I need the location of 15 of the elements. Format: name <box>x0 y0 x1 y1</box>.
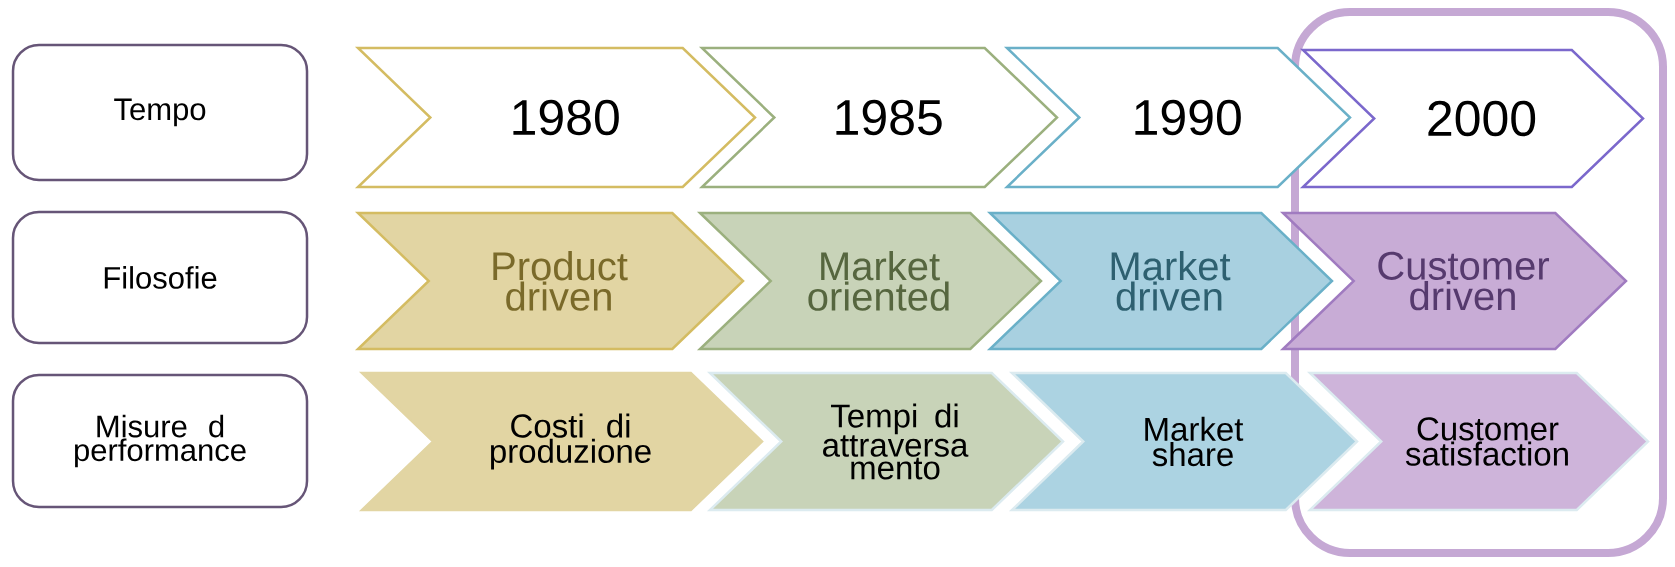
stage-block: 2000 <box>1299 48 1645 189</box>
stage-block: Product driven <box>354 211 745 351</box>
stage-block: Market share <box>1008 371 1359 512</box>
stage-block: Customer satisfaction <box>1306 371 1650 512</box>
stage-block: Costi di produzione <box>358 371 764 512</box>
label-box: Tempo <box>11 43 309 182</box>
label-box: Misure d performance <box>11 373 309 509</box>
stage-block: Tempi di attraversa mento <box>706 371 1065 512</box>
stage-block: Market driven <box>986 211 1334 351</box>
label-box: Filosofie <box>11 210 309 345</box>
stage-block: 1980 <box>354 46 757 189</box>
stage-block: 1990 <box>1003 46 1352 189</box>
stage-block: 1985 <box>698 46 1059 189</box>
stage-block: Customer driven <box>1279 211 1628 351</box>
stage-block: Market oriented <box>696 211 1043 351</box>
